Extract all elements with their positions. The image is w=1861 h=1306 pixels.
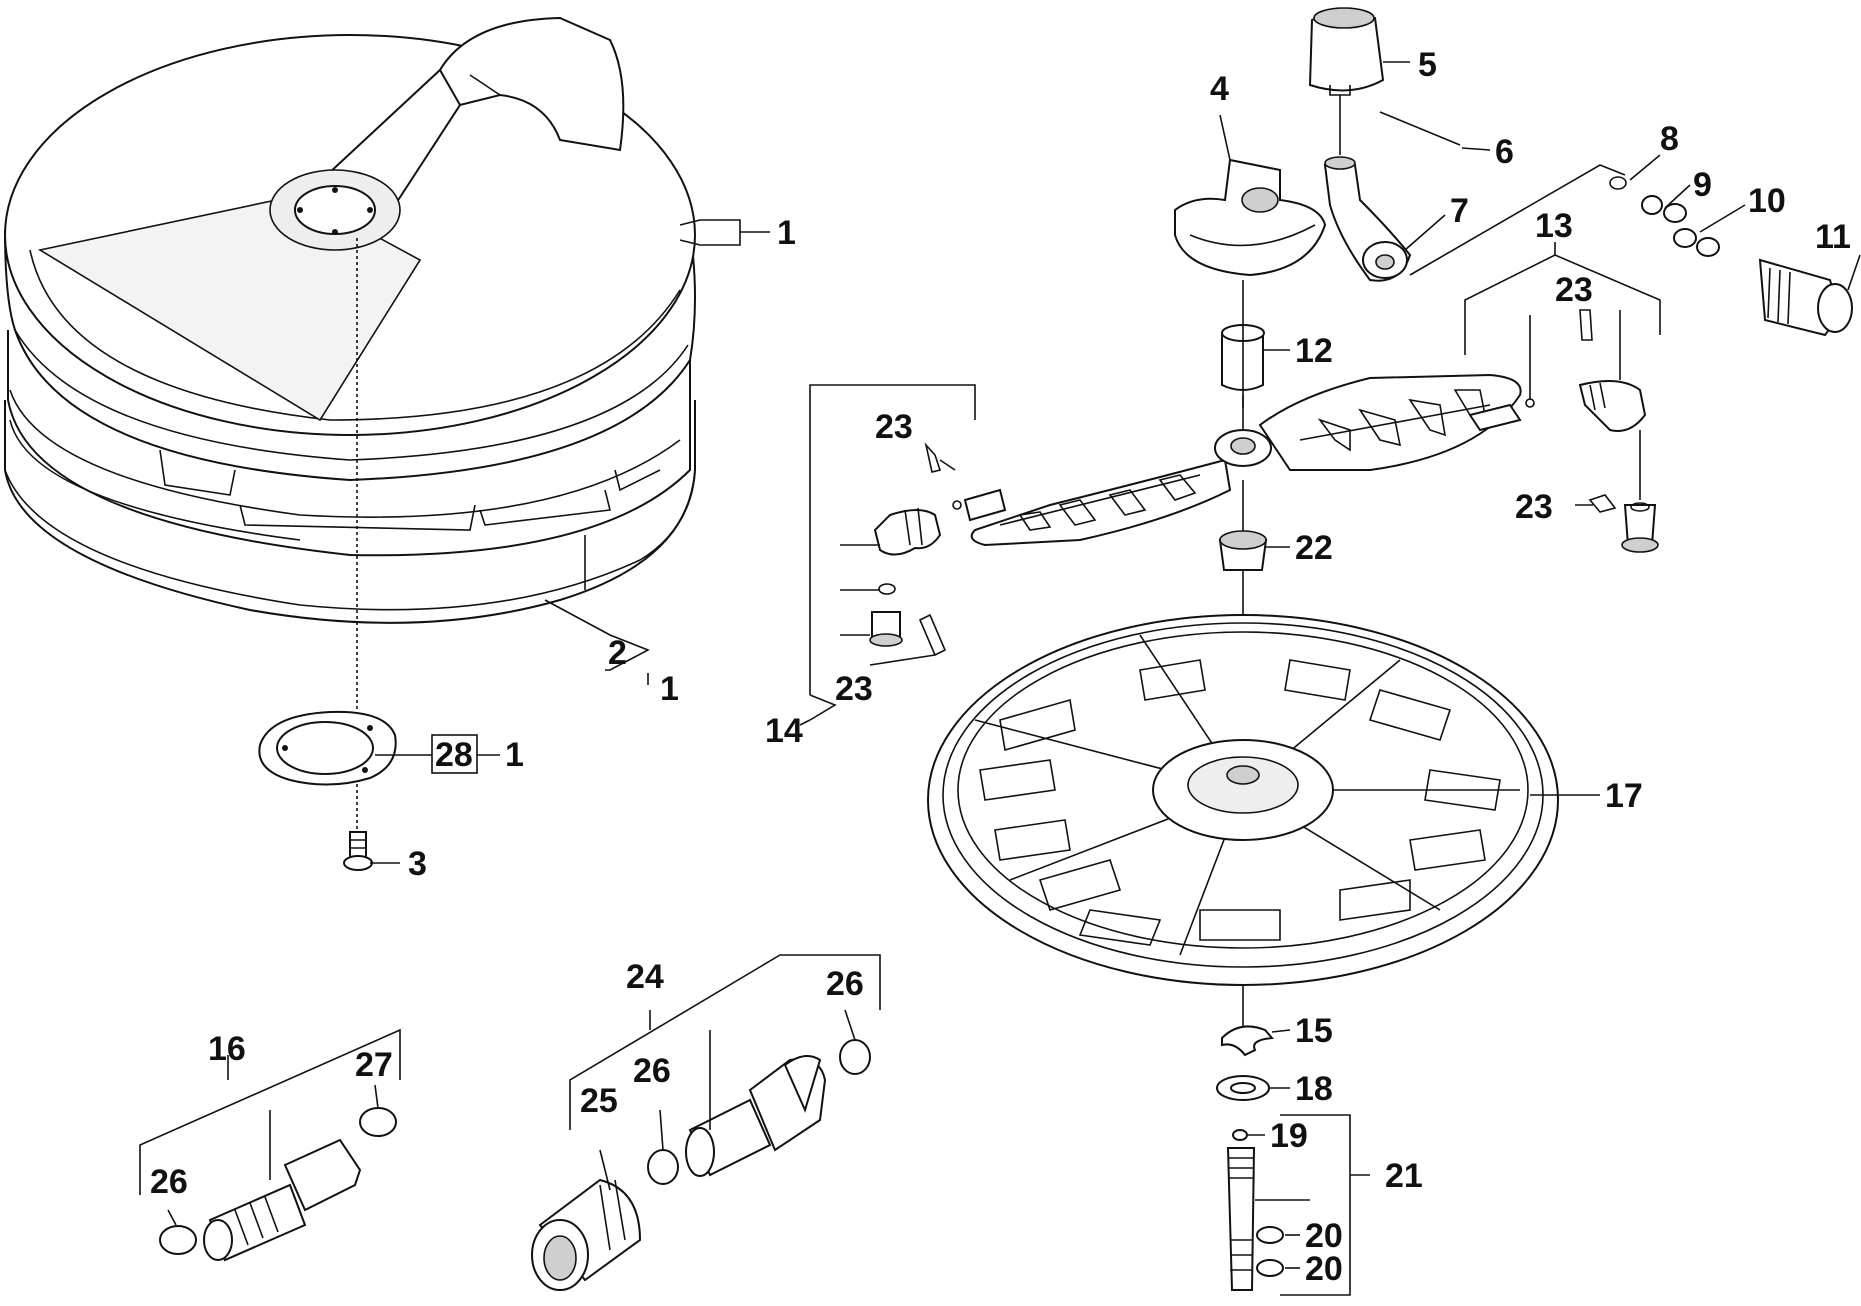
label-3: 3 <box>408 845 427 883</box>
swivel-arm-7 <box>1323 156 1412 282</box>
label-5: 5 <box>1418 46 1437 84</box>
label-28: 28 <box>435 736 473 774</box>
label-24: 24 <box>626 958 664 996</box>
leader-lines <box>139 61 1861 1296</box>
label-22: 22 <box>1295 529 1333 567</box>
label-25: 25 <box>580 1082 618 1120</box>
label-11: 11 <box>1815 218 1851 256</box>
label-15: 15 <box>1295 1012 1333 1050</box>
label-19: 19 <box>1270 1117 1308 1155</box>
adapter-16 <box>159 1107 397 1262</box>
label-27: 27 <box>355 1046 393 1084</box>
label-16: 16 <box>208 1030 246 1068</box>
label-4: 4 <box>1210 70 1229 108</box>
pin-6 <box>1379 111 1461 146</box>
label-9: 9 <box>1693 166 1712 204</box>
label-20-upper: 20 <box>1305 1217 1343 1255</box>
label-26-mid: 26 <box>633 1052 671 1090</box>
label-21: 21 <box>1385 1157 1423 1195</box>
label-2: 2 <box>608 634 627 672</box>
label-26-right: 26 <box>826 965 864 1003</box>
label-1-top: 1 <box>777 214 796 252</box>
shaft-assembly-21 <box>1216 1025 1284 1291</box>
label-7: 7 <box>1450 192 1469 230</box>
label-23-upper-left: 23 <box>875 408 913 446</box>
label-18: 18 <box>1295 1070 1333 1108</box>
cap-5 <box>1308 7 1385 96</box>
screw-3 <box>343 831 373 871</box>
label-1-mid: 1 <box>660 670 679 708</box>
housing-cover <box>4 16 741 624</box>
label-6: 6 <box>1495 133 1514 171</box>
label-17: 17 <box>1605 777 1643 815</box>
label-12: 12 <box>1295 332 1333 370</box>
label-23-upper-right: 23 <box>1555 271 1593 309</box>
label-8: 8 <box>1660 120 1679 158</box>
label-23-lower-left: 23 <box>835 670 873 708</box>
label-20-lower: 20 <box>1305 1250 1343 1288</box>
label-26-left: 26 <box>150 1163 188 1201</box>
label-14: 14 <box>765 712 803 750</box>
label-13: 13 <box>1535 207 1573 245</box>
coupling-24 <box>531 1039 871 1291</box>
label-10: 10 <box>1748 182 1786 220</box>
label-1-bottom: 1 <box>505 736 524 774</box>
part-labels: 1 2 1 28 1 3 4 5 6 7 8 9 10 11 12 13 14 … <box>150 46 1851 1288</box>
ring-plate-28 <box>258 710 397 786</box>
spray-arm-assembly <box>869 309 1659 657</box>
bushing-22 <box>1218 530 1268 571</box>
handle-knob-4 <box>1174 158 1327 277</box>
fittings-8-11 <box>1609 176 1853 337</box>
label-23-right: 23 <box>1515 488 1553 526</box>
base-plate-17 <box>927 614 1559 986</box>
